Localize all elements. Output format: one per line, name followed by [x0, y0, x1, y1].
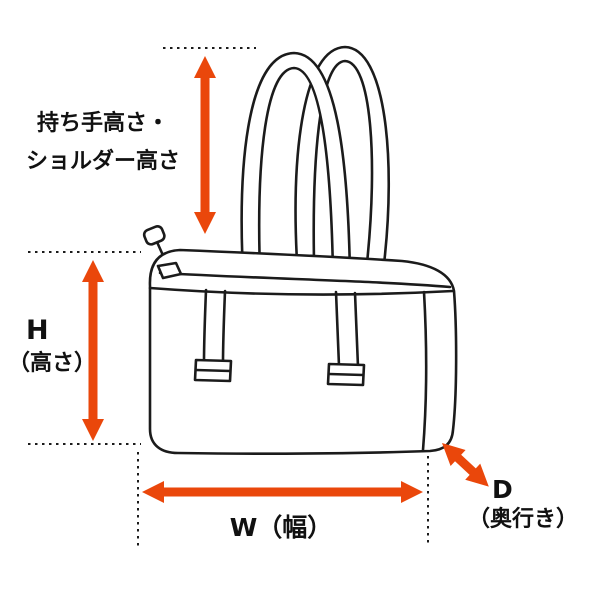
height-suffix-label: （高さ）: [8, 351, 97, 376]
guide-dotted-lines: [28, 47, 429, 546]
bag-zipper-slider: [156, 261, 183, 280]
bag-right-strap-edge-1: [334, 290, 341, 368]
depth-abbr-label: D: [492, 475, 513, 504]
bag-illustration: [142, 45, 458, 455]
bag-right-strap-ring-bar: [327, 372, 365, 377]
arrow-depth: [442, 443, 489, 487]
handle-height-label-line1: 持ち手高さ・: [36, 111, 169, 136]
bag-top-seam: [148, 286, 455, 296]
bag-left-strap-edge-1: [202, 288, 208, 364]
handle-height-label-line2: ショルダー高さ: [25, 149, 180, 174]
bag-zipper-line: [158, 271, 452, 289]
dimension-arrows: [82, 56, 489, 503]
arrow-width: [142, 481, 423, 503]
depth-suffix-label: （奥行き）: [468, 507, 579, 532]
bag-body: [148, 248, 458, 455]
bag-zipper-pull-tab: [142, 225, 166, 246]
bag-side-seam: [421, 290, 428, 452]
bag-right-strap-edge-2: [353, 291, 360, 369]
height-abbr-label: H: [26, 315, 49, 346]
arrow-height: [82, 260, 104, 441]
bag-left-strap-edge-2: [221, 289, 227, 365]
bag-left-strap-ring-bar: [194, 368, 232, 373]
arrow-handle-height: [194, 56, 216, 234]
width-label: W（幅）: [229, 513, 333, 542]
